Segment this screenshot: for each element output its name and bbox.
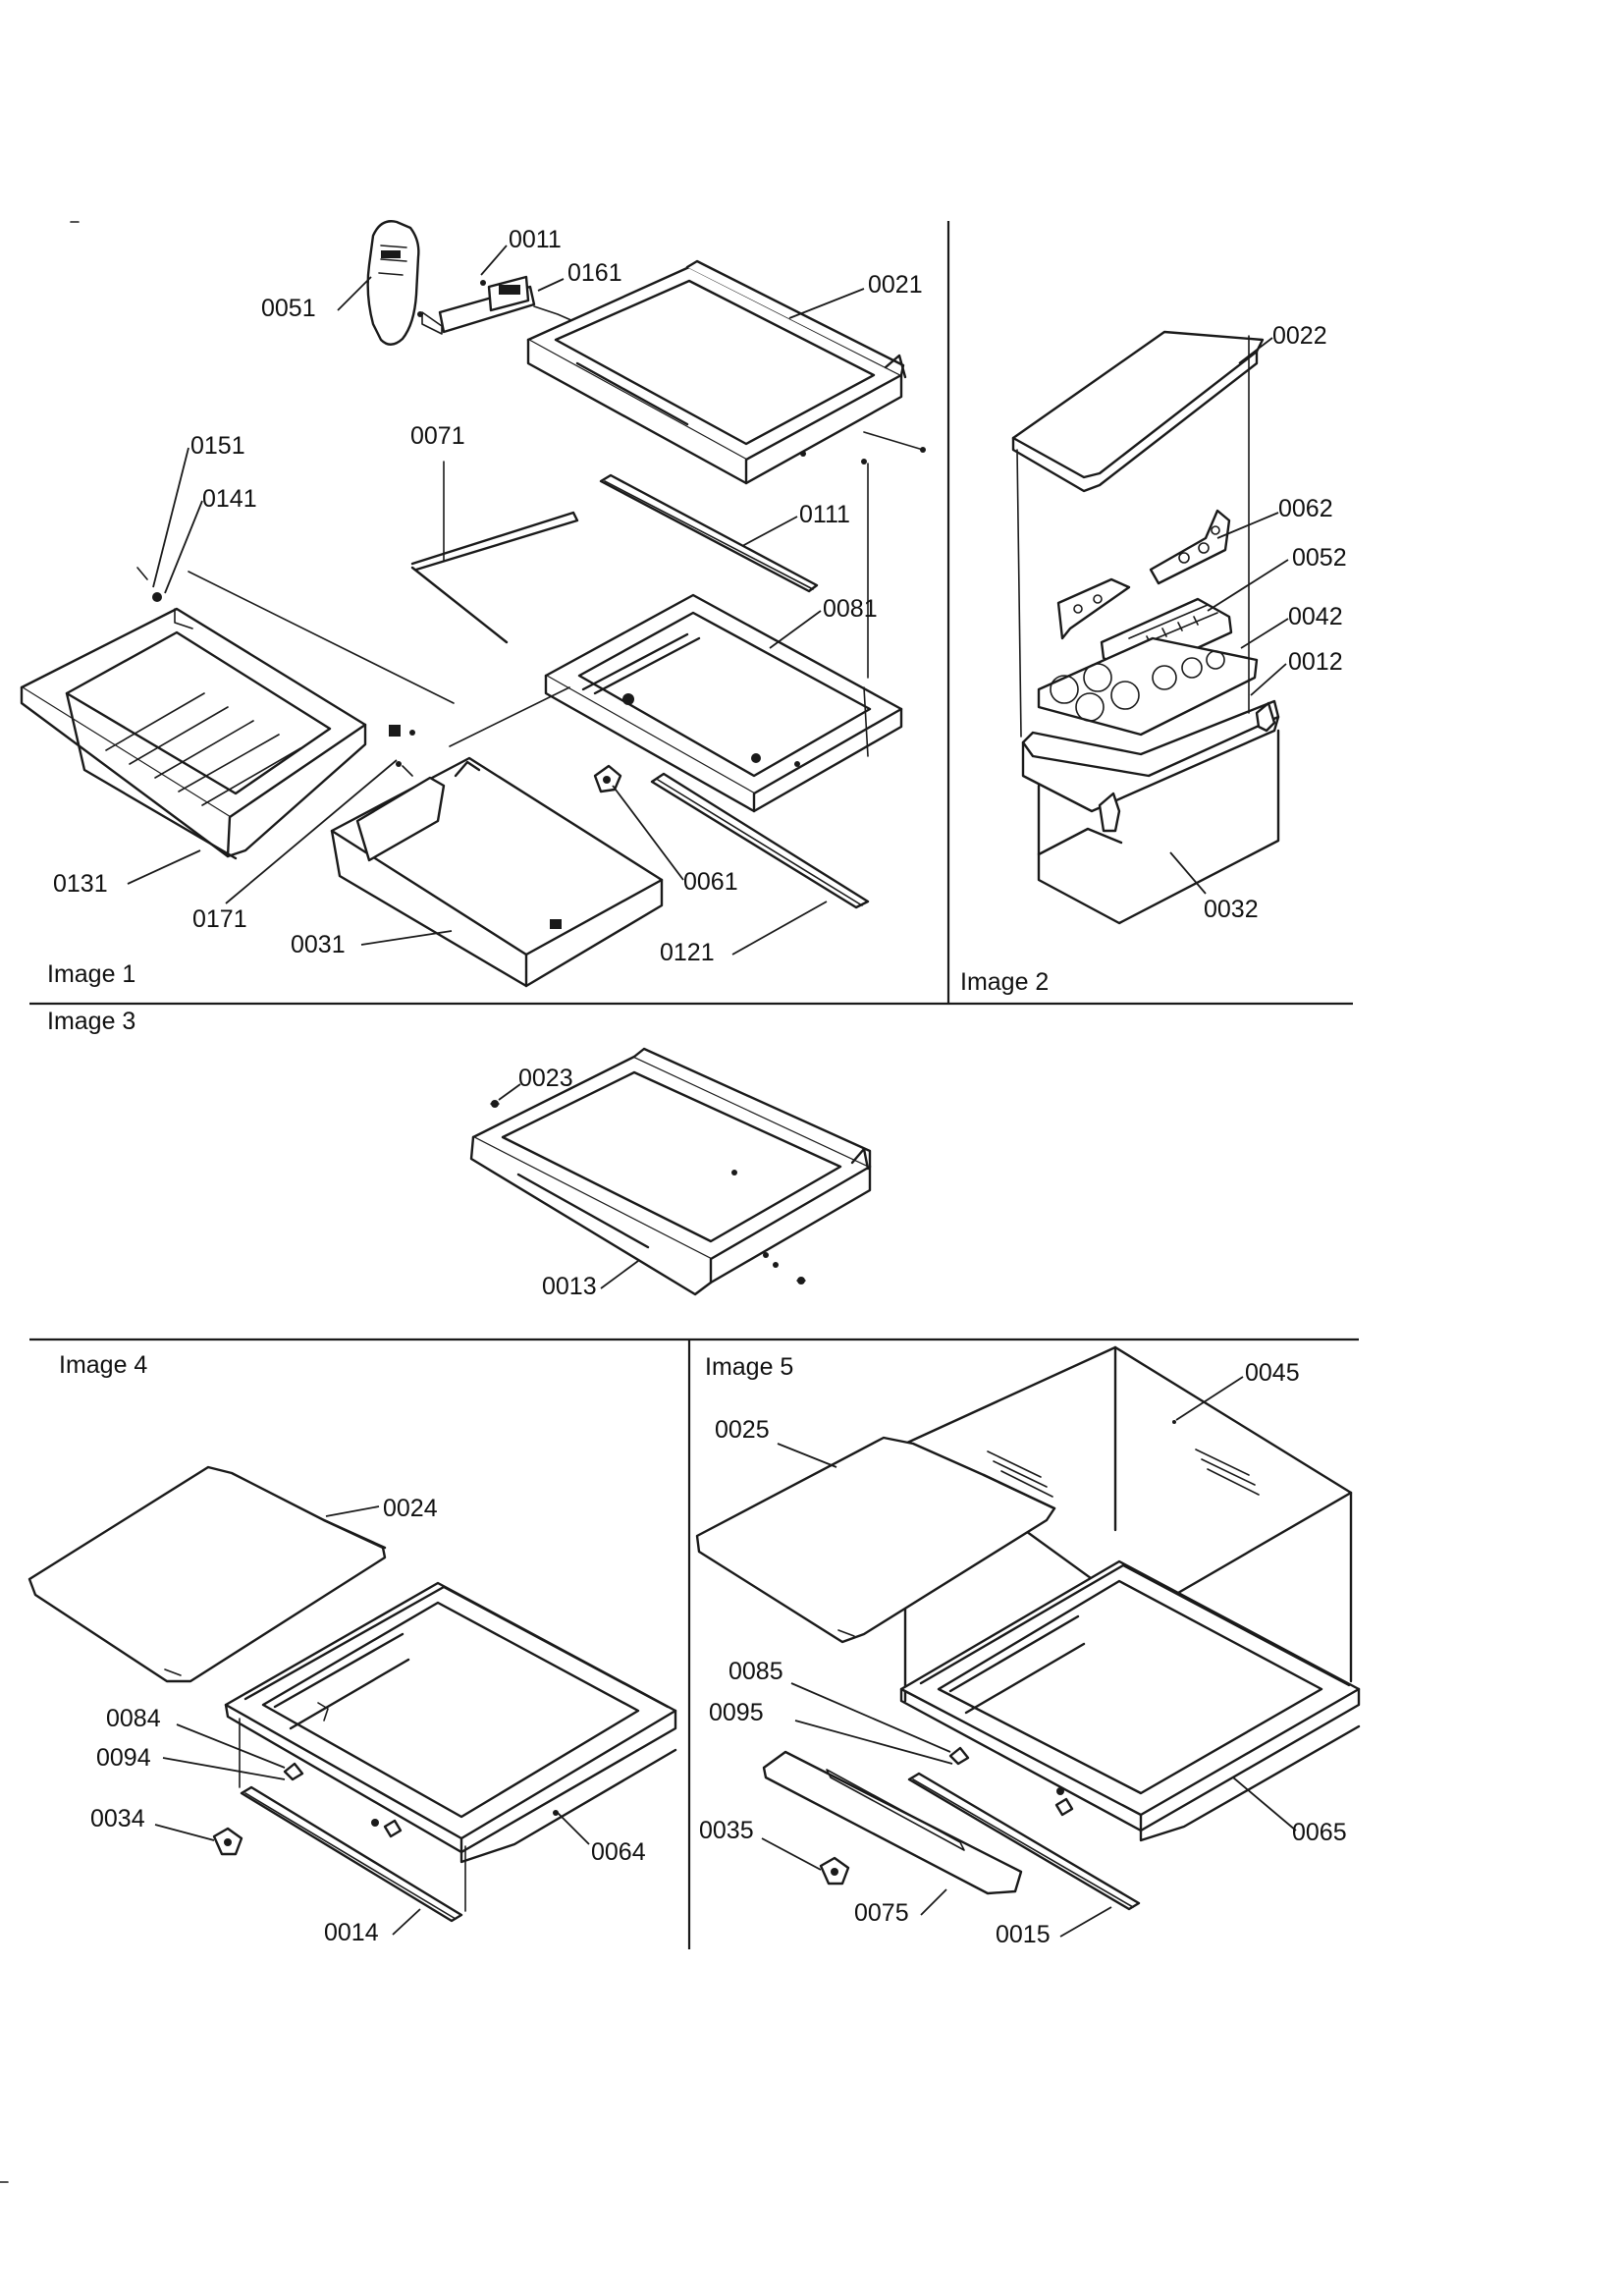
part-0012-0032-drawing (1016, 335, 1280, 925)
part-label-0012: 0012 (1288, 648, 1343, 676)
image5-panel: Image 5 (695, 1345, 1361, 1948)
part-0013-drawing (469, 1047, 872, 1296)
part-0161-drawing (417, 275, 590, 335)
part-0035-drawing (819, 1856, 850, 1886)
image2-panel: 0022 0062 0052 0042 0012 0032 Image 2 (960, 322, 1347, 996)
part-0121-drawing (650, 463, 870, 909)
part-0071-drawing (410, 461, 579, 644)
image3-leaders (498, 1083, 639, 1289)
image1-panel: 0011 0161 0051 0021 0071 0151 0141 0111 … (20, 220, 926, 988)
image2-leaders (1169, 337, 1289, 895)
part-0064-drawing (224, 1581, 677, 1864)
image3-panel: Image 3 0023 0013 (47, 1008, 872, 1300)
panel-dividers (0, 221, 1359, 2183)
image5-leaders (761, 1376, 1297, 1938)
image4-panel: Image 4 (27, 1351, 677, 1946)
part-0021-drawing (526, 259, 926, 485)
image4-leaders (154, 1505, 590, 1936)
part-0111-drawing (599, 473, 819, 593)
panel-title-image3: Image 3 (47, 1008, 135, 1035)
part-label-0022: 0022 (1272, 322, 1327, 350)
part-label-0094: 0094 (96, 1744, 151, 1772)
part-label-0151: 0151 (190, 432, 245, 460)
part-label-0061: 0061 (683, 868, 738, 896)
part-label-0032: 0032 (1204, 896, 1259, 923)
part-label-0051: 0051 (261, 295, 316, 322)
panel-title-image5: Image 5 (705, 1353, 793, 1381)
part-0045-drawing (903, 1345, 1353, 1711)
part-0022-drawing (1011, 330, 1265, 493)
part-0065-drawing (899, 1559, 1361, 1842)
part-0051-drawing (366, 220, 420, 346)
panel-title-image4: Image 4 (59, 1351, 147, 1379)
panel-title-image1: Image 1 (47, 960, 135, 988)
part-label-0011: 0011 (509, 226, 562, 253)
part-label-0111: 0111 (799, 501, 850, 528)
part-label-0025: 0025 (715, 1416, 770, 1444)
part-label-0021: 0021 (868, 271, 923, 299)
part-0014-drawing (239, 1718, 466, 1923)
image1-leaders (127, 245, 865, 956)
part-label-0024: 0024 (383, 1495, 438, 1522)
part-label-0071: 0071 (410, 422, 465, 450)
part-0034-drawing (212, 1827, 243, 1856)
part-label-0064: 0064 (591, 1838, 646, 1866)
part-label-0062: 0062 (1278, 495, 1333, 522)
part-label-0065: 0065 (1292, 1819, 1347, 1846)
part-label-0031: 0031 (291, 931, 346, 958)
part-label-0141: 0141 (202, 485, 257, 513)
part-label-0035: 0035 (699, 1817, 754, 1844)
part-label-0042: 0042 (1288, 603, 1343, 630)
part-label-0171: 0171 (192, 905, 247, 933)
part-label-0023: 0023 (518, 1065, 573, 1092)
part-0025-drawing (695, 1436, 1056, 1644)
part-label-0121: 0121 (660, 939, 715, 966)
part-0062-drawing (1056, 509, 1231, 640)
part-label-0081: 0081 (823, 595, 878, 623)
part-0042-drawing (1037, 636, 1259, 737)
panel-title-image2: Image 2 (960, 968, 1049, 996)
part-label-0075: 0075 (854, 1899, 909, 1927)
part-label-0095: 0095 (709, 1699, 764, 1726)
part-label-0161: 0161 (567, 259, 622, 287)
part-0081-drawing (544, 593, 903, 813)
part-0075-drawing (762, 1750, 1023, 1895)
part-label-0034: 0034 (90, 1805, 145, 1832)
part-label-0131: 0131 (53, 870, 108, 898)
part-0061-drawing (593, 764, 622, 793)
part-label-0013: 0013 (542, 1273, 597, 1300)
part-0015-drawing (907, 1772, 1141, 1911)
part-label-0085: 0085 (728, 1658, 783, 1685)
part-label-0045: 0045 (1245, 1359, 1300, 1387)
part-label-0014: 0014 (324, 1919, 379, 1946)
part-0024-drawing (27, 1465, 387, 1683)
part-0031-drawing (330, 686, 664, 988)
part-0131-drawing (20, 567, 455, 860)
part-label-0084: 0084 (106, 1705, 161, 1732)
part-label-0052: 0052 (1292, 544, 1347, 572)
part-label-0015: 0015 (996, 1921, 1051, 1948)
